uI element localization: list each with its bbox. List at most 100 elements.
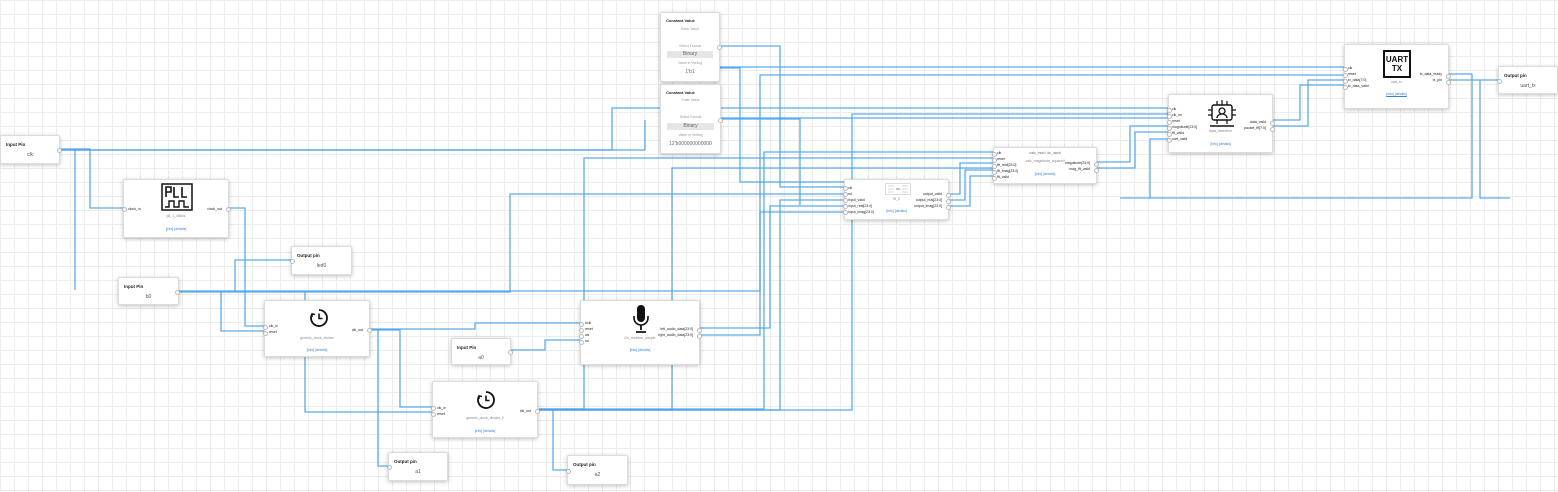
port-in[interactable] <box>992 170 997 175</box>
pin-value: b0 <box>145 294 152 300</box>
port-in[interactable] <box>263 325 268 330</box>
port-out[interactable] <box>697 334 702 339</box>
port-in[interactable] <box>1167 114 1172 119</box>
module-name: generic_clock_divider <box>300 336 334 340</box>
constant-port[interactable] <box>718 118 723 123</box>
port-in[interactable] <box>843 204 848 209</box>
module-calc-magnitude[interactable]: calc_mod / dc_input calc_magnitude_squar… <box>992 147 1099 184</box>
port-out[interactable] <box>535 409 540 414</box>
pin-port[interactable] <box>566 469 571 474</box>
port-in[interactable] <box>992 164 997 169</box>
port-out[interactable] <box>1094 168 1099 173</box>
port-in[interactable] <box>1343 85 1348 90</box>
module-links[interactable]: [info] [details] <box>474 429 496 433</box>
pin-port[interactable] <box>290 259 295 264</box>
port-in[interactable] <box>1167 108 1172 113</box>
module-links[interactable]: [info] [details] <box>1210 142 1231 146</box>
port-in[interactable] <box>992 176 997 181</box>
port-out[interactable] <box>1446 80 1451 85</box>
port-label: clk_in <box>437 406 446 410</box>
module-links[interactable]: [info] [details] <box>629 348 651 352</box>
port-in[interactable] <box>1343 79 1348 84</box>
module-links[interactable]: [info] [details] <box>886 209 907 213</box>
pin-port[interactable] <box>387 465 392 470</box>
module-pll[interactable]: pll_1_48khz [info] [details] clock_in cl… <box>122 179 231 238</box>
port-label: mag_fft_valid <box>1069 167 1090 171</box>
port-out[interactable] <box>1270 127 1275 132</box>
port-label: left_audio_data[23:0] <box>660 327 693 331</box>
port-in[interactable] <box>1167 132 1172 137</box>
port-label: reset <box>1172 119 1180 123</box>
port-in[interactable] <box>263 331 268 336</box>
port-in[interactable] <box>1167 120 1172 125</box>
pll-icon <box>161 183 193 211</box>
pin-title: Input Pin <box>124 284 144 289</box>
port-out[interactable] <box>226 207 231 212</box>
port-label: data_valid <box>1250 120 1266 124</box>
port-in[interactable] <box>1343 73 1348 78</box>
port-label: tx_data_valid <box>1348 84 1369 88</box>
port-in[interactable] <box>1343 67 1348 72</box>
port-label: magnitude[23:0] <box>1172 125 1198 129</box>
port-out[interactable] <box>367 328 372 333</box>
output-pin-led0[interactable]: Output pin led0 <box>290 246 352 275</box>
port-in[interactable] <box>431 406 436 411</box>
port-label: fft_real[23:0] <box>997 163 1017 167</box>
pin-port[interactable] <box>175 290 180 295</box>
port-label: reset <box>1348 72 1356 76</box>
port-in[interactable] <box>843 198 848 203</box>
port-out[interactable] <box>946 199 951 204</box>
port-in[interactable] <box>579 334 584 339</box>
input-pin-a0[interactable]: Input Pin a0 <box>451 338 513 365</box>
pin-port[interactable] <box>508 350 513 355</box>
input-pin-clk[interactable]: Input Pin clk <box>0 135 62 164</box>
constant-value-2[interactable]: Constant Value Enter Value Select Format… <box>660 84 723 154</box>
port-in[interactable] <box>843 210 848 215</box>
port-in[interactable] <box>431 412 436 417</box>
input-pin-b0[interactable]: Input Pin b0 <box>118 277 180 305</box>
port-label: clk_en <box>1172 113 1183 117</box>
port-out[interactable] <box>1094 162 1099 167</box>
output-pin-uart-tx[interactable]: Output pin uart_tx <box>1497 66 1558 94</box>
format-select[interactable]: Binary <box>667 51 713 58</box>
module-clock-divider-2[interactable]: generic_clock_divider_2 [info] [details]… <box>431 381 540 438</box>
module-links[interactable]: [info] [details] <box>165 227 187 231</box>
port-label: clock_out <box>207 207 222 211</box>
port-in[interactable] <box>843 186 848 191</box>
output-pin-a1[interactable]: Output pin a1 <box>387 452 448 481</box>
port-out[interactable] <box>946 193 951 198</box>
constant-value-1[interactable]: Constant Value Enter Value Select Format… <box>660 12 722 82</box>
module-i2s-receiver[interactable]: i2s_receiver_simple [info] [details] bcl… <box>579 300 702 365</box>
format-select[interactable]: Binary <box>667 123 714 130</box>
module-links[interactable]: [info] [details] <box>306 348 328 352</box>
pin-port[interactable] <box>1497 79 1502 84</box>
port-in[interactable] <box>843 192 848 197</box>
port-in[interactable] <box>992 152 997 157</box>
port-out[interactable] <box>1270 121 1275 126</box>
pin-port[interactable] <box>57 148 62 153</box>
module-name: data_detection <box>1209 129 1232 133</box>
pin-title: Output pin <box>297 253 320 258</box>
pin-value: a1 <box>415 469 421 475</box>
port-out[interactable] <box>946 205 951 210</box>
module-clock-divider-1[interactable]: generic_clock_divider [info] [details] c… <box>263 300 372 357</box>
module-uart-tx[interactable]: UART TX uart_tx [info] [details] clk res… <box>1343 44 1451 109</box>
port-in[interactable] <box>1167 126 1172 131</box>
module-fft[interactable]: fft_2 [info] [details] clk rst input_val… <box>843 179 951 220</box>
port-out[interactable] <box>1446 74 1451 79</box>
module-links[interactable]: [info] [details] <box>1386 92 1407 96</box>
port-in[interactable] <box>579 322 584 327</box>
port-in[interactable] <box>579 328 584 333</box>
port-in[interactable] <box>1167 138 1172 143</box>
constant-port[interactable] <box>717 45 722 50</box>
uart-icon-text: TX <box>1391 64 1403 73</box>
output-pin-a2[interactable]: Output pin a2 <box>566 455 628 485</box>
port-in[interactable] <box>579 340 584 345</box>
port-in[interactable] <box>122 207 127 212</box>
module-header: calc_mod / dc_input <box>1029 151 1061 155</box>
port-out[interactable] <box>697 328 702 333</box>
module-links[interactable]: [info] [details] <box>1034 172 1056 176</box>
module-data-detection[interactable]: data_detection [info] [details] clk clk_… <box>1167 94 1275 153</box>
port-in[interactable] <box>992 158 997 163</box>
